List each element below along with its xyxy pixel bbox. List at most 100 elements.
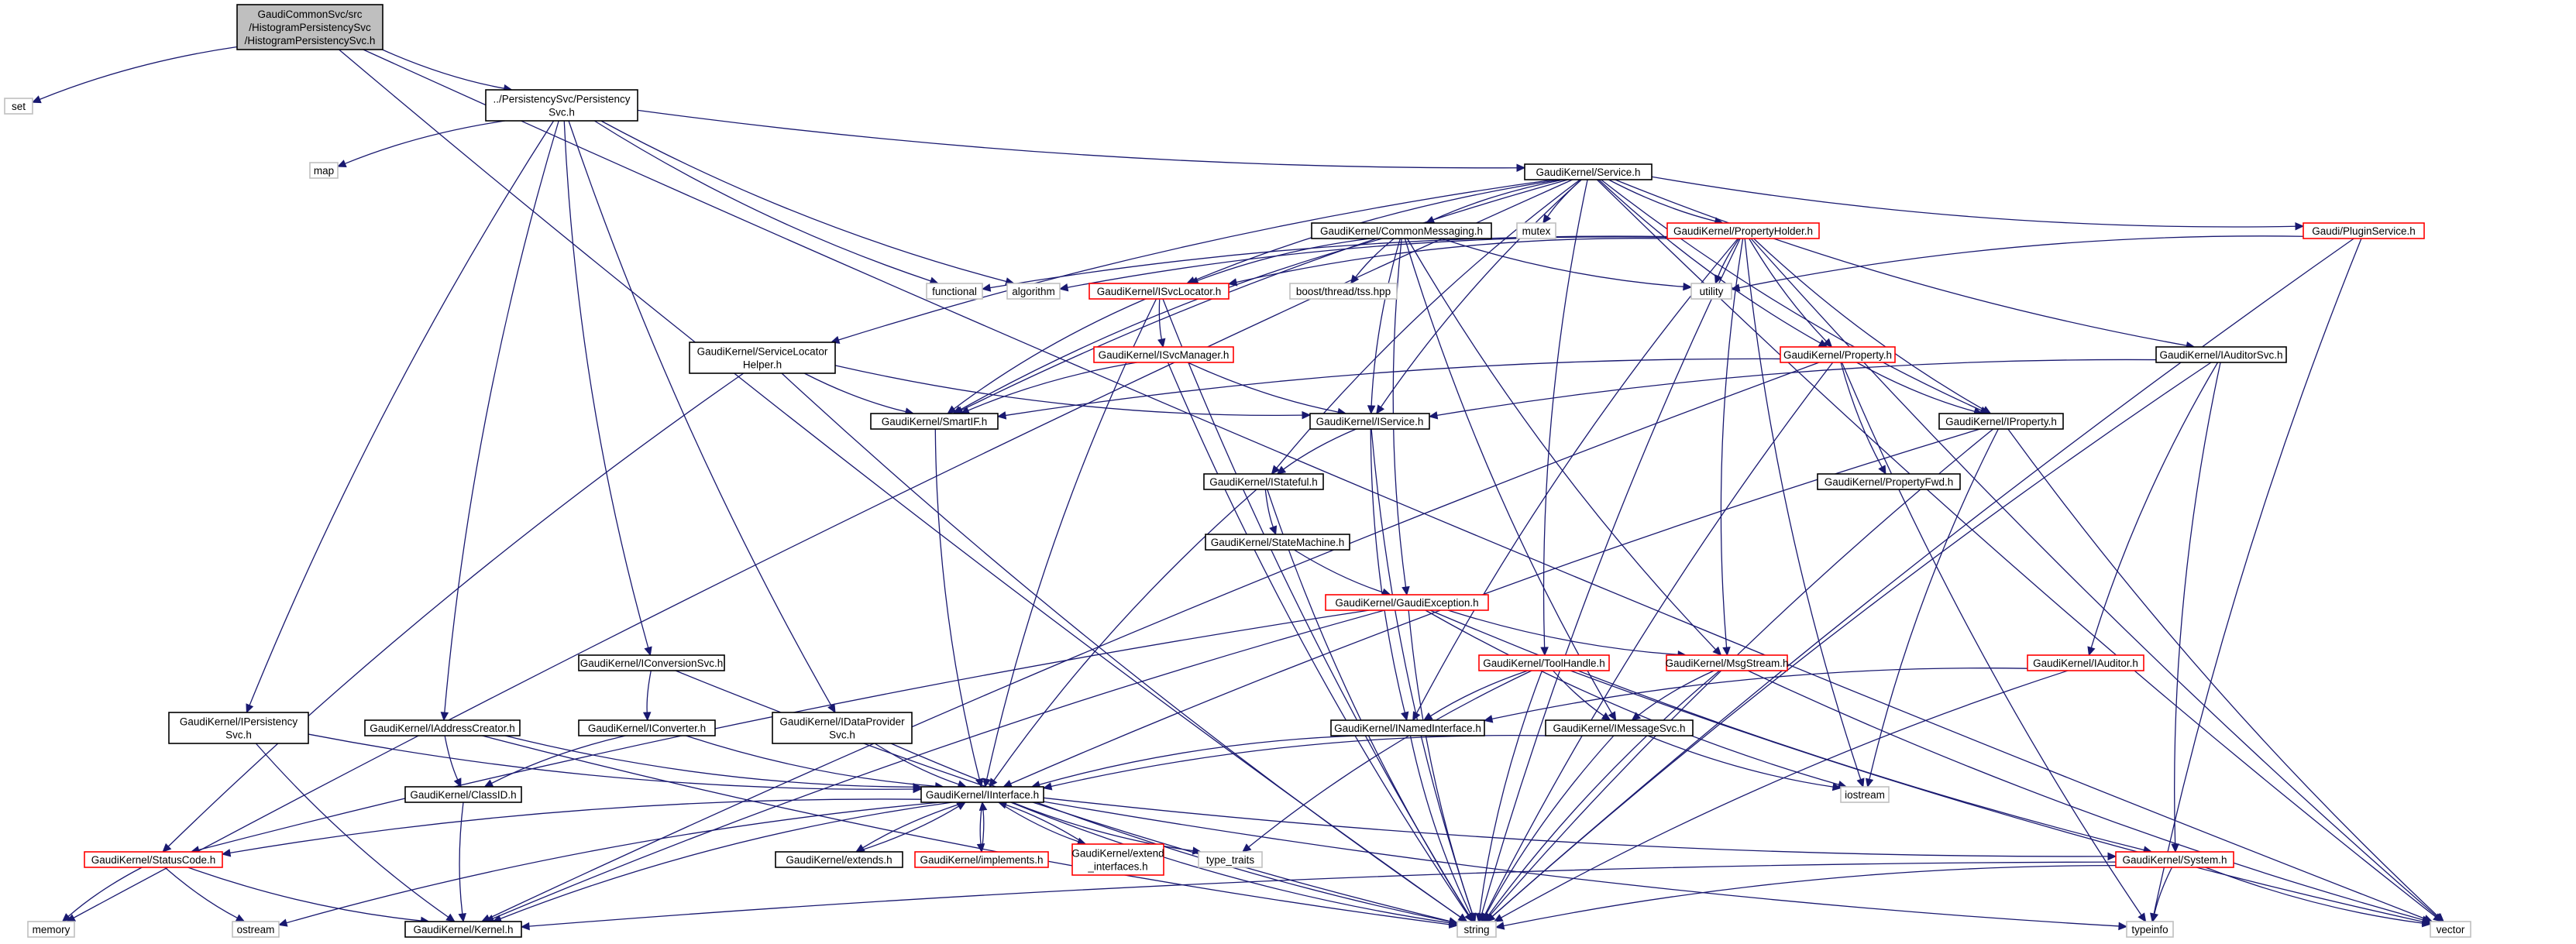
edge-isvclocator-to-iinterface [986,298,1157,780]
arrowhead-service-to-pluginservice [2295,222,2305,231]
node-iservice-box [1309,413,1430,430]
edge-root-to-persistencysvc [382,49,504,89]
node-iauditorsvc[interactable]: GaudiKernel/IAuditorSvc.h [2155,346,2287,363]
node-system-label: GaudiKernel/System.h [2122,854,2227,866]
edge-inamedinterface-to-iinterface [1039,735,1359,785]
edge-classid-to-kernel [459,802,464,915]
arrowhead-iinterface-to-typeinfo [2118,922,2128,931]
node-idataprovidersvc-label: GaudiKernel/IDataProvider [779,716,905,728]
node-commonmessaging[interactable]: GaudiKernel/CommonMessaging.h [1311,222,1492,239]
node-iservice[interactable]: GaudiKernel/IService.h [1309,413,1430,430]
edge-service-to-isvclocator [1193,179,1561,281]
arrowhead-propertyholder-to-msgstream [1722,647,1731,657]
node-service[interactable]: GaudiKernel/Service.h [1524,163,1653,180]
edge-service-to-smartif [961,179,1568,411]
node-iaddresscreator-label: GaudiKernel/IAddressCreator.h [370,723,515,734]
node-istateful[interactable]: GaudiKernel/IStateful.h [1203,473,1324,490]
node-pluginservice-box [2303,222,2425,239]
arrowhead-persistencysvc-to-map [336,160,347,168]
node-mutex: mutex [1516,222,1556,239]
node-gaudiexception[interactable]: GaudiKernel/GaudiException.h [1325,594,1489,611]
node-pluginservice[interactable]: Gaudi/PluginService.h [2303,222,2425,239]
arrowhead-propertyholder-to-isvclocator [1227,278,1238,287]
arrowhead-statuscode-to-ostream [235,914,246,922]
node-extend_interfaces[interactable]: GaudiKernel/extend_interfaces.h [1071,843,1164,876]
edge-persistencysvc-to-idataprovidersvc [568,120,832,706]
arrowhead-servicelocatorhelper-to-statuscode [162,843,172,853]
arrowhead-persistencysvc-to-iconversionsvc [644,646,652,657]
node-property-box [1780,346,1896,363]
node-commonmessaging-box [1311,222,1492,239]
node-propertyholder[interactable]: GaudiKernel/PropertyHolder.h [1666,222,1820,239]
node-iproperty[interactable]: GaudiKernel/IProperty.h [1938,413,2064,430]
arrowhead-iproperty-to-iostream [1865,778,1874,788]
node-isvclocator-label: GaudiKernel/ISvcLocator.h [1097,286,1222,297]
edge-msgstream-to-string [1487,670,1721,916]
arrowhead-propertyholder-to-utility [1714,274,1722,285]
node-idataprovidersvc-label: Svc.h [829,729,855,741]
edge-isvclocator-to-isvcmanager [1158,298,1162,340]
edge-commonmessaging-to-msgstream [1406,238,1717,651]
arrowhead-imessagesvc-to-string [1481,912,1490,923]
arrowhead-inamedinterface-to-string [1467,912,1475,923]
node-iconversionsvc-box [578,654,725,671]
edge-service-to-commonmessaging [1432,179,1564,221]
edge-pluginservice-to-string [1491,238,2354,917]
node-iinterface[interactable]: GaudiKernel/IInterface.h [920,786,1044,803]
node-system[interactable]: GaudiKernel/System.h [2115,851,2234,868]
node-kernel[interactable]: GaudiKernel/Kernel.h [404,921,522,938]
arrowhead-msgstream-to-imessagesvc [1631,712,1642,721]
edge-service-to-toolhandle [1543,179,1588,648]
node-msgstream[interactable]: GaudiKernel/MsgStream.h [1665,654,1789,671]
node-statuscode[interactable]: GaudiKernel/StatusCode.h [84,851,223,868]
edge-smartif-to-iinterface [934,428,980,780]
node-iauditorsvc-label: GaudiKernel/IAuditorSvc.h [2159,349,2282,361]
node-toolhandle[interactable]: GaudiKernel/ToolHandle.h [1478,654,1610,671]
node-smartif-label: GaudiKernel/SmartIF.h [882,416,988,427]
node-statemachine[interactable]: GaudiKernel/StateMachine.h [1205,534,1350,551]
node-iauditor[interactable]: GaudiKernel/IAuditor.h [2027,654,2144,671]
node-ostream-label: ostream [237,924,275,935]
node-commonmessaging-label: GaudiKernel/CommonMessaging.h [1320,225,1483,237]
node-iaddresscreator[interactable]: GaudiKernel/IAddressCreator.h [364,719,521,736]
edge-iservice-to-string [1371,428,1474,915]
node-mutex-box [1516,222,1556,239]
edge-propertyholder-to-property [1749,238,1827,342]
arrowhead-service-to-iservice [1376,404,1385,415]
node-propertyfwd[interactable]: GaudiKernel/PropertyFwd.h [1817,473,1961,490]
node-vector-label: vector [2437,924,2465,935]
node-set: set [4,98,33,115]
node-extends[interactable]: GaudiKernel/extends.h [775,851,903,868]
node-property[interactable]: GaudiKernel/Property.h [1780,346,1896,363]
node-extend_interfaces-box [1071,843,1164,876]
node-functional-label: functional [932,286,977,297]
arrowhead-propertyholder-to-functional [981,283,992,292]
node-implements[interactable]: GaudiKernel/implements.h [914,851,1049,868]
node-classid[interactable]: GaudiKernel/ClassID.h [404,786,522,803]
node-utility-box [1690,283,1732,300]
arrowhead-service-to-mutex [1543,214,1552,225]
node-smartif[interactable]: GaudiKernel/SmartIF.h [870,413,999,430]
edge-toolhandle-to-type_traits [1248,670,1532,848]
edge-commonmessaging-to-imessagesvc [1404,238,1613,714]
node-persistencysvc[interactable]: ../PersistencySvc/PersistencySvc.h [485,89,638,122]
edge-iaddresscreator-to-classid [444,735,459,781]
node-map-box [309,162,339,179]
node-inamedinterface[interactable]: GaudiKernel/INamedInterface.h [1330,719,1485,736]
node-iconversionsvc[interactable]: GaudiKernel/IConversionSvc.h [578,654,725,671]
node-msgstream-box [1666,654,1788,671]
edge-toolhandle-to-imessagesvc [1553,670,1604,716]
node-isvclocator[interactable]: GaudiKernel/ISvcLocator.h [1089,283,1230,300]
node-imessagesvc[interactable]: GaudiKernel/IMessageSvc.h [1545,719,1694,736]
edge-service-to-servicelocatorhelper [838,179,1554,341]
edge-msgstream-to-imessagesvc [1638,670,1714,716]
node-msgstream-label: GaudiKernel/MsgStream.h [1665,657,1788,669]
edge-persistencysvc-to-functional [593,120,931,282]
node-iconverter[interactable]: GaudiKernel/IConverter.h [578,719,716,736]
edge-iservice-to-inamedinterface [1370,428,1405,713]
node-root[interactable]: GaudiCommonSvc/src/HistogramPersistencyS… [236,4,383,50]
node-isvcmanager[interactable]: GaudiKernel/ISvcManager.h [1093,346,1234,363]
